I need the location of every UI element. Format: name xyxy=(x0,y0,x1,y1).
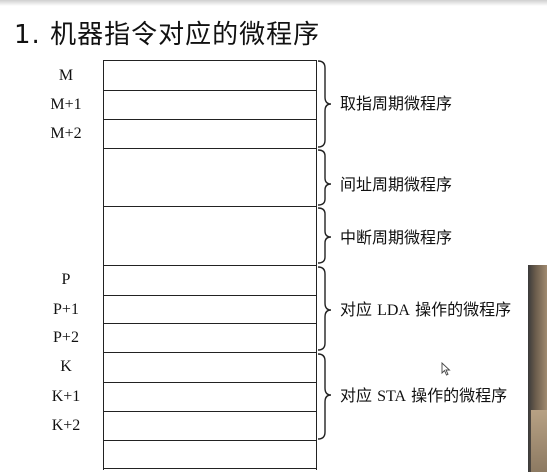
address-label: M+1 xyxy=(50,96,82,113)
segment-label-prefix: 对应 xyxy=(340,300,378,319)
brace-indirect xyxy=(317,149,332,206)
cell-divider xyxy=(103,411,317,412)
address-label: K xyxy=(60,358,72,375)
cell-divider xyxy=(103,382,317,383)
cell-divider xyxy=(103,90,317,91)
cell-divider xyxy=(103,468,317,469)
section-title: 1. 机器指令对应的微程序 xyxy=(14,20,321,50)
segment-label-suffix: 操作的微程序 xyxy=(406,386,508,405)
address-label: M xyxy=(58,67,74,84)
segment-label-indirect: 间址周期微程序 xyxy=(340,175,453,194)
address-label: K+2 xyxy=(51,417,81,434)
segment-label-interrupt: 中断周期微程序 xyxy=(340,228,453,247)
address-label: M+2 xyxy=(50,125,82,142)
cell-divider xyxy=(103,265,317,266)
segment-label-fetch: 取指周期微程序 xyxy=(340,94,453,113)
cell-divider xyxy=(103,295,317,296)
mouse-cursor-icon xyxy=(441,362,451,376)
brace-interrupt xyxy=(317,207,332,264)
segment-label-lda: 对应 LDA 操作的微程序 xyxy=(340,300,511,321)
top-edge-shadow xyxy=(0,0,547,6)
brace-sta xyxy=(317,353,332,440)
segment-label-sta: 对应 STA 操作的微程序 xyxy=(340,386,507,407)
brace-fetch xyxy=(317,60,332,148)
address-label: P xyxy=(61,271,71,288)
cell-divider xyxy=(103,148,317,149)
address-label: P+2 xyxy=(53,329,79,346)
cell-divider xyxy=(103,206,317,207)
camera-overlay-lower xyxy=(531,410,547,472)
segment-label-op: LDA xyxy=(377,302,410,319)
segment-label-op: STA xyxy=(377,388,407,405)
cell-divider xyxy=(103,119,317,120)
segment-label-prefix: 对应 xyxy=(340,386,378,405)
address-label: K+1 xyxy=(51,388,81,405)
address-label: P+1 xyxy=(53,301,79,318)
brace-lda xyxy=(317,266,332,351)
segment-label-suffix: 操作的微程序 xyxy=(409,300,512,319)
cell-divider xyxy=(103,440,317,441)
cell-divider xyxy=(103,323,317,324)
cell-divider xyxy=(103,352,317,353)
